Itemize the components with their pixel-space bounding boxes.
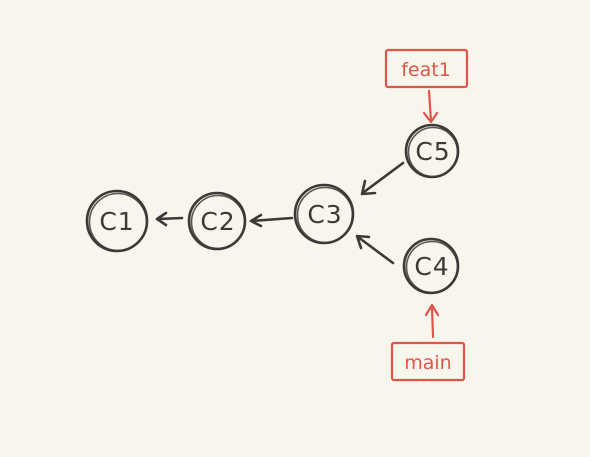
arrow-c5-to-c3 [360, 161, 405, 196]
branch-label-main: main [404, 352, 451, 374]
arrow-c4-to-c3-head [355, 234, 371, 250]
commit-node-c4-outline-stroke [405, 240, 459, 294]
commit-node-c3-outline-stroke [296, 186, 354, 244]
branch-feat1-pointer-line [427, 89, 433, 123]
commit-node-c3: C3 [293, 183, 355, 245]
arrow-c5-to-c3-line [362, 161, 405, 194]
arrow-c3-to-c2-head [249, 213, 263, 228]
commit-node-c1: C1 [85, 189, 149, 253]
commit-label-c4: C4 [414, 252, 449, 281]
commit-node-c4: C4 [402, 237, 460, 295]
branch-ref-feat1-box [384, 48, 469, 89]
commit-node-c2: C2 [187, 191, 247, 251]
arrow-c4-to-c3-line [356, 235, 395, 265]
arrow-c2-to-c1 [155, 211, 184, 227]
arrow-c2-to-c1-line [156, 216, 184, 221]
arrow-c3-to-c2 [249, 213, 294, 228]
arrow-c4-to-c3 [355, 234, 395, 265]
branch-main-pointer-line [430, 305, 435, 339]
commit-label-c2: C2 [200, 207, 235, 236]
commit-node-c1-outline-stroke [88, 192, 148, 252]
arrow-c2-to-c1-head [155, 211, 168, 227]
branch-label-feat1: feat1 [401, 59, 451, 81]
arrow-c5-to-c3-head [360, 179, 377, 196]
branch-ref-main: main [390, 303, 466, 382]
branch-ref-main-box [390, 341, 466, 382]
commit-label-c3: C3 [307, 200, 342, 229]
commit-label-c5: C5 [415, 137, 450, 166]
commit-node-c2-outline-stroke [190, 194, 246, 250]
commit-label-c1: C1 [99, 207, 134, 236]
arrow-c3-to-c2-line [250, 216, 294, 223]
commit-node-c5-outline-stroke [407, 126, 459, 178]
branch-feat1-pointer-head [422, 111, 439, 124]
branch-main-pointer-head [424, 303, 440, 317]
branch-ref-feat1: feat1 [384, 48, 469, 124]
commit-node-c5: C5 [404, 123, 460, 179]
